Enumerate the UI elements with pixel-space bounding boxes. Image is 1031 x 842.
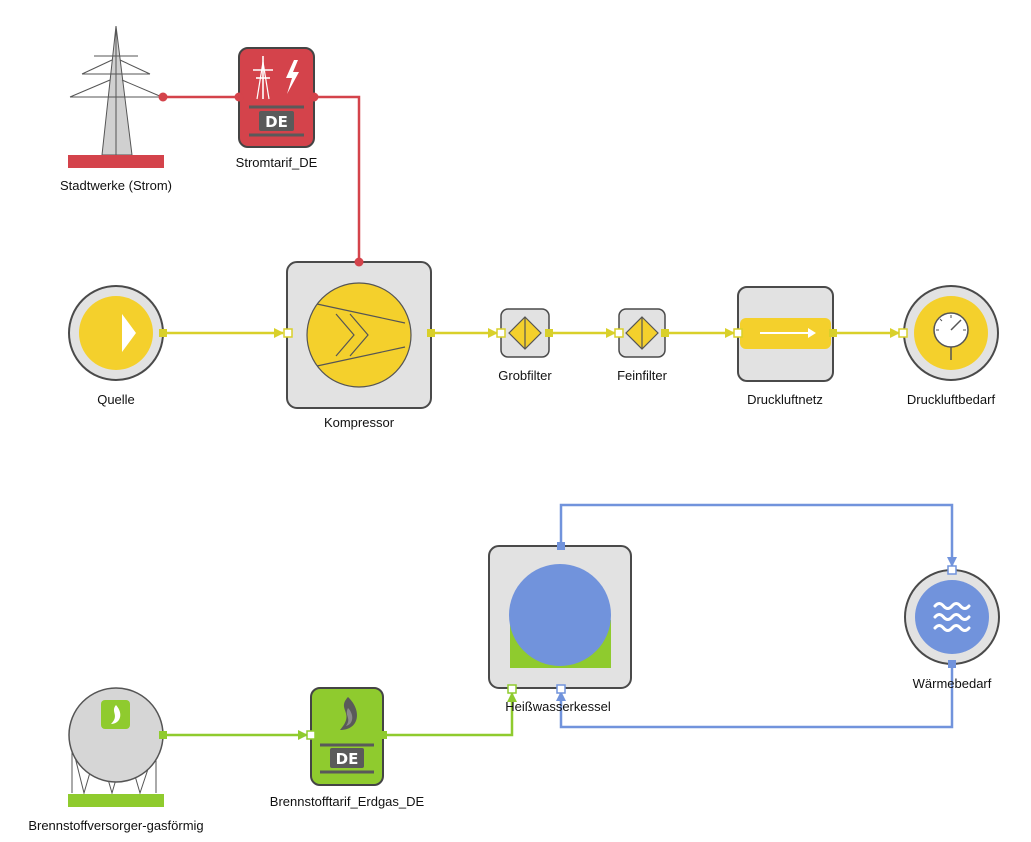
node-druckluftbedarf[interactable]: Druckluftbedarf xyxy=(898,285,999,407)
node-label: Wärmebedarf xyxy=(913,676,992,691)
region-badge xyxy=(330,748,364,768)
node-druckluftnetz[interactable]: Druckluftnetz xyxy=(733,286,837,407)
port-out[interactable] xyxy=(661,329,669,337)
node-label: Stromtarif_DE xyxy=(236,155,318,170)
port-out[interactable] xyxy=(427,329,435,337)
ground-bar xyxy=(68,155,164,168)
node-label: Brennstoffversorger-gasförmig xyxy=(28,818,203,833)
water-connections xyxy=(556,503,957,729)
boiler-icon xyxy=(509,564,611,668)
port-out[interactable] xyxy=(829,329,837,337)
node-stromtarif[interactable]: DE Stromtarif_DE xyxy=(234,47,319,170)
node-label: Feinfilter xyxy=(617,368,668,383)
port-out[interactable] xyxy=(379,731,387,739)
port-out[interactable] xyxy=(159,731,167,739)
port-in[interactable] xyxy=(283,328,293,338)
port-in[interactable] xyxy=(898,328,908,338)
node-feinfilter[interactable]: Feinfilter xyxy=(614,308,669,383)
ground-bar xyxy=(68,794,164,807)
badge-text: DE xyxy=(336,750,359,768)
badge-text: DE xyxy=(265,113,288,131)
connection-kessel-waermebedarf[interactable] xyxy=(559,503,957,567)
filter-icon xyxy=(625,316,659,350)
region-badge xyxy=(259,111,294,131)
port-in[interactable] xyxy=(496,328,506,338)
gas-tank-icon xyxy=(68,687,164,795)
node-kompressor[interactable]: Kompressor xyxy=(283,257,435,431)
flame-icon xyxy=(340,697,358,730)
power-connections xyxy=(163,95,361,262)
port-in[interactable] xyxy=(234,92,244,102)
port-in[interactable] xyxy=(614,328,624,338)
node-quelle[interactable]: Quelle xyxy=(68,285,167,407)
power-pylon-icon xyxy=(69,25,163,156)
node-label: Brennstofftarif_Erdgas_DE xyxy=(270,794,425,809)
port-out[interactable] xyxy=(309,92,319,102)
node-waermebedarf[interactable]: Wärmebedarf xyxy=(904,565,1000,691)
node-label: Stadtwerke (Strom) xyxy=(60,178,172,193)
port-out[interactable] xyxy=(545,329,553,337)
gas-connections xyxy=(163,692,517,740)
port-in[interactable] xyxy=(306,730,316,740)
node-label: Druckluftnetz xyxy=(747,392,823,407)
port-out[interactable] xyxy=(158,92,168,102)
node-brennstoffversorger[interactable]: Brennstoffversorger-gasförmig xyxy=(28,687,204,833)
node-heisswasserkessel[interactable]: Heißwasserkessel xyxy=(488,542,632,714)
heat-waves-icon xyxy=(933,602,971,632)
connection-stromtarif-kompressor[interactable] xyxy=(314,95,361,262)
port-water-out[interactable] xyxy=(557,542,565,550)
port-water-in[interactable] xyxy=(556,684,566,694)
connection-tarif-kessel[interactable] xyxy=(383,692,517,737)
port-out[interactable] xyxy=(159,329,167,337)
connection-waermebedarf-kessel[interactable] xyxy=(556,664,954,729)
arrow-right-icon xyxy=(760,328,816,338)
port-out[interactable] xyxy=(948,660,956,668)
node-label: Heißwasserkessel xyxy=(505,699,611,714)
node-label: Quelle xyxy=(97,392,135,407)
port-gas-in[interactable] xyxy=(507,684,517,694)
node-brennstofftarif[interactable]: DE Brennstofftarif_Erdgas_DE xyxy=(270,687,425,809)
port-in[interactable] xyxy=(733,328,743,338)
compressor-icon xyxy=(316,303,406,367)
port-power-in[interactable] xyxy=(354,257,364,267)
node-label: Druckluftbedarf xyxy=(907,392,996,407)
node-label: Grobfilter xyxy=(498,368,552,383)
node-stadtwerke[interactable]: Stadtwerke (Strom) xyxy=(60,25,172,193)
filter-icon xyxy=(508,316,542,350)
play-icon xyxy=(122,314,136,352)
port-in[interactable] xyxy=(947,565,957,575)
node-label: Kompressor xyxy=(324,415,395,430)
power-tariff-icon xyxy=(253,56,299,100)
node-grobfilter[interactable]: Grobfilter xyxy=(496,308,553,383)
pressure-gauge-icon xyxy=(933,312,969,360)
